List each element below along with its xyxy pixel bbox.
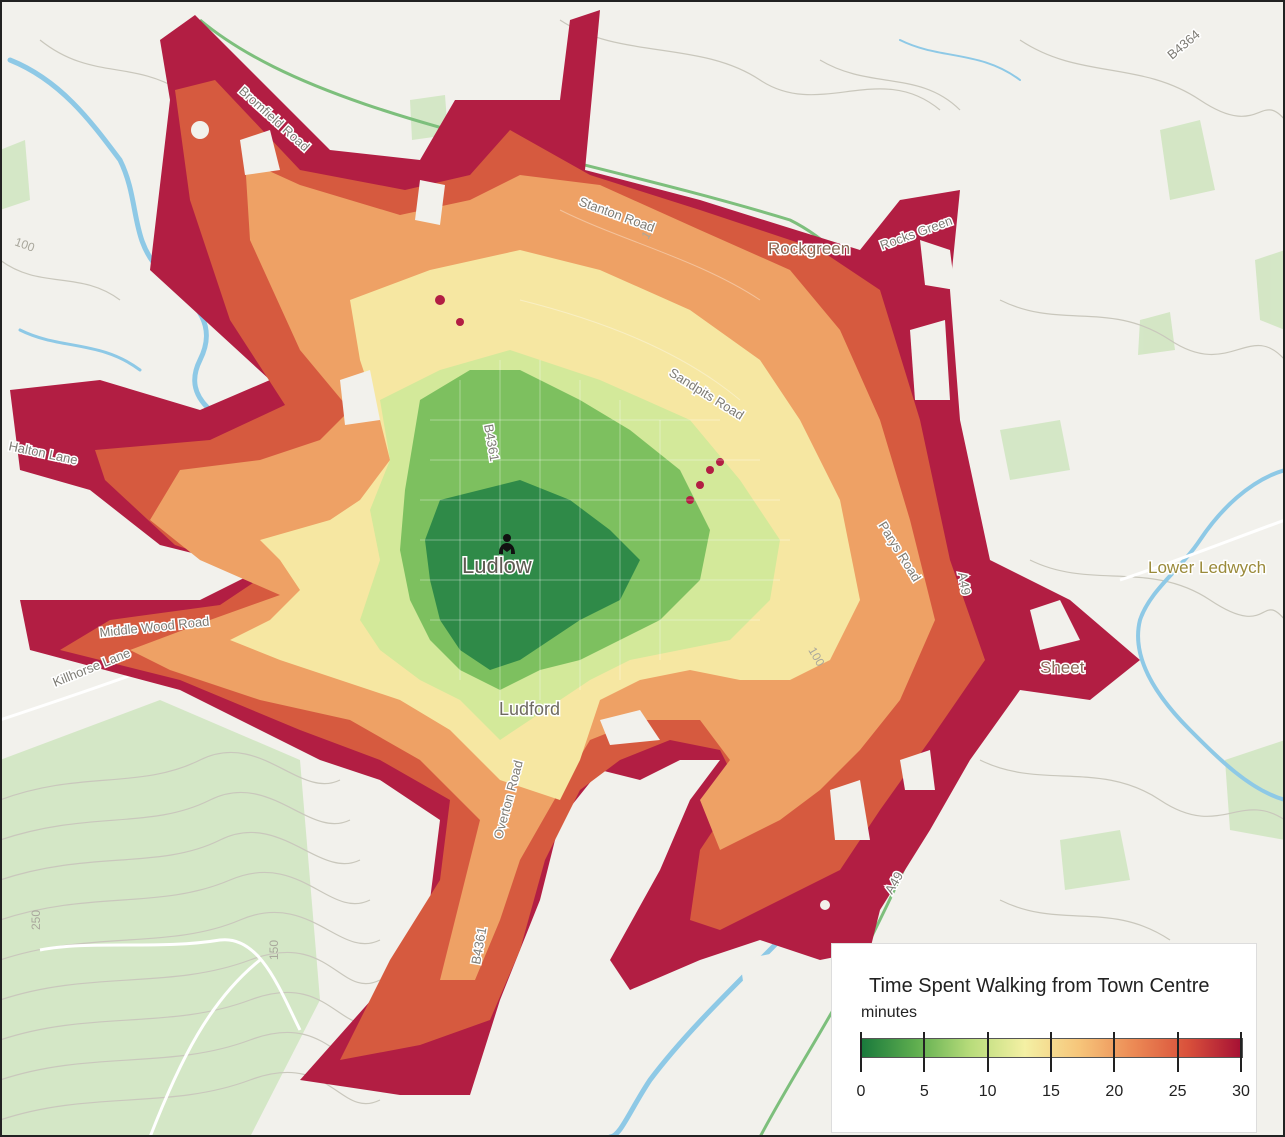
legend-tick-label: 10 xyxy=(978,1083,997,1100)
legend-tick-label: 5 xyxy=(919,1083,929,1100)
legend-tick xyxy=(1176,1032,1179,1072)
isochrone-bands xyxy=(10,10,1140,1095)
band-0-5 xyxy=(425,480,640,670)
legend-tick xyxy=(860,1032,862,1072)
legend: Time Spent Walking from Town Centre minu… xyxy=(831,943,1257,1133)
legend-tick-label: 20 xyxy=(1105,1083,1124,1100)
place-label-lower-ledwyche: Lower Ledwych xyxy=(1148,558,1266,577)
place-text: Ludlow Ludford Rockgreen Sheet Lower Led… xyxy=(461,238,1268,721)
road-label-a49-east: A49 xyxy=(955,571,974,596)
legend-tick xyxy=(1240,1032,1242,1072)
legend-tick-label: 25 xyxy=(1168,1083,1187,1100)
legend-tick-label: 0 xyxy=(856,1083,866,1100)
place-label-sheet: Sheet xyxy=(1040,658,1085,677)
place-label-ludford: Ludford xyxy=(499,699,560,719)
contour-label-250: 250 xyxy=(29,910,43,930)
unreachable-patches xyxy=(191,121,1080,995)
legend-tick xyxy=(1050,1032,1052,1072)
contour-lines xyxy=(0,19,1285,1121)
street-grid xyxy=(420,209,790,700)
legend-tick xyxy=(1113,1032,1116,1072)
legend-tick xyxy=(986,1032,989,1072)
place-label-rockgreen: Rockgreen xyxy=(768,239,850,258)
contour-label-100-a: 100 xyxy=(13,235,37,255)
legend-color-bar xyxy=(861,1038,1243,1058)
contour-label-150: 150 xyxy=(267,940,281,960)
legend-title: Time Spent Walking from Town Centre xyxy=(869,975,1210,997)
person-icon xyxy=(499,534,515,554)
legend-tick-label: 30 xyxy=(1232,1083,1250,1100)
legend-tick-label: 15 xyxy=(1042,1083,1060,1100)
band-dots xyxy=(435,295,724,504)
legend-tick xyxy=(923,1032,926,1072)
legend-unit: minutes xyxy=(861,1004,918,1021)
place-label-ludlow: Ludlow xyxy=(462,553,532,578)
